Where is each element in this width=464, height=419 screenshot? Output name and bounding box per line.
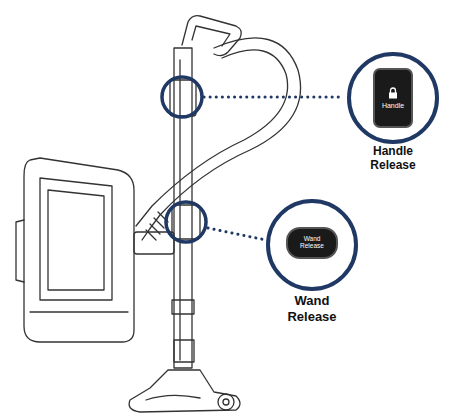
leader-line: [204, 96, 344, 99]
callout-heading: Wand Release: [280, 293, 344, 324]
button-label: Handle: [375, 102, 411, 109]
handle-collar: [170, 80, 196, 116]
wand-collar: [172, 205, 200, 239]
callout-circle: [162, 77, 202, 117]
wand: [174, 48, 192, 368]
callout-heading: Handle Release: [358, 144, 428, 173]
magnified-callout: HandleHandle Release: [347, 52, 439, 144]
dust-cup-inner: [48, 190, 104, 290]
release-button: Wand Release: [286, 227, 338, 259]
handle-grip: [182, 16, 241, 56]
handle-grip-inner: [192, 26, 230, 46]
magnified-callout: Wand ReleaseWand Release: [266, 199, 358, 291]
wheel: [218, 394, 234, 410]
wand-line: [179, 60, 180, 360]
canister-latch: [16, 220, 24, 282]
dust-cup: [40, 178, 112, 300]
release-button: Handle: [373, 68, 413, 128]
canister: [24, 158, 134, 342]
button-label: Wand Release: [297, 236, 327, 250]
wheel-hub: [223, 399, 229, 405]
lock-icon: [388, 87, 398, 99]
hose: [142, 38, 301, 240]
nozzle-line: [146, 395, 200, 400]
callout-circle: [166, 202, 206, 242]
canister-line: [30, 311, 128, 312]
floor-nozzle: [129, 370, 240, 412]
wand-clip: [172, 300, 194, 314]
canister-mount: [134, 232, 174, 254]
wand-joint: [174, 340, 194, 362]
hose: [136, 50, 288, 226]
leader-line: [208, 228, 266, 240]
